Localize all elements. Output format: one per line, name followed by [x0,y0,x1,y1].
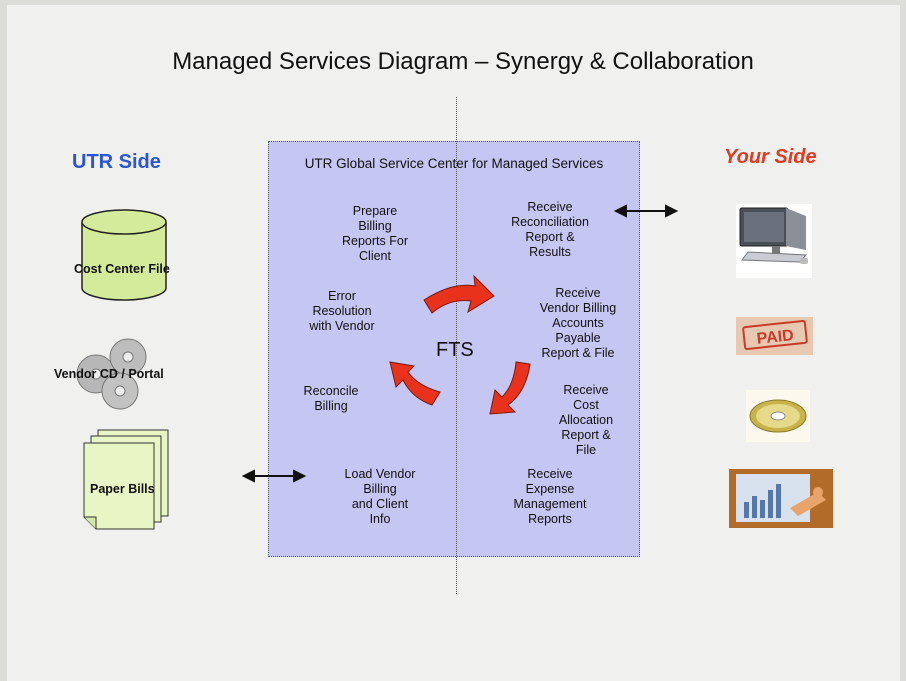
cycle-arrow-left [389,361,441,406]
utr-side-label: UTR Side [72,151,161,173]
cost-center-file-label: Cost Center File [74,262,170,276]
paid-stamp-icon: PAID [736,317,813,355]
database-cylinder-icon [81,209,167,301]
step-receive-vendor-billing: Receive Vendor Billing Accounts Payable … [539,286,617,360]
fts-hub-label: FTS [436,339,474,361]
divider-line [456,97,457,594]
step-receive-reconciliation: Receive Reconciliation Report & Results [511,200,589,259]
panel-title: UTR Global Service Center for Managed Se… [304,156,604,171]
presentation-chart-icon [729,469,833,528]
paper-bills-label: Paper Bills [90,482,155,496]
computer-monitor-icon [736,204,812,278]
paid-text: PAID [756,327,795,348]
step-receive-cost-allocation: Receive Cost Allocation Report & File [558,383,614,457]
step-reconcile-billing: Reconcile Billing [303,384,359,413]
paper-stack-icon [83,429,169,530]
double-arrow-left-bottom [241,469,307,483]
your-side-label: Your Side [724,146,817,168]
cd-disc-icon [746,390,810,442]
cycle-arrow-top [423,274,495,314]
cycle-arrow-right [489,361,531,415]
double-arrow-right-top [613,204,679,218]
step-receive-expense-reports: Receive Expense Management Reports [513,467,587,526]
cd-discs-icon [76,338,147,410]
step-prepare-billing-reports: Prepare Billing Reports For Client [342,204,408,263]
diagram-title: Managed Services Diagram – Synergy & Col… [172,48,754,75]
vendor-cd-portal-label: Vendor CD / Portal [54,367,164,381]
step-load-vendor-billing: Load Vendor Billing and Client Info [344,467,416,526]
service-center-panel [268,141,640,557]
step-error-resolution: Error Resolution with Vendor [309,289,375,333]
